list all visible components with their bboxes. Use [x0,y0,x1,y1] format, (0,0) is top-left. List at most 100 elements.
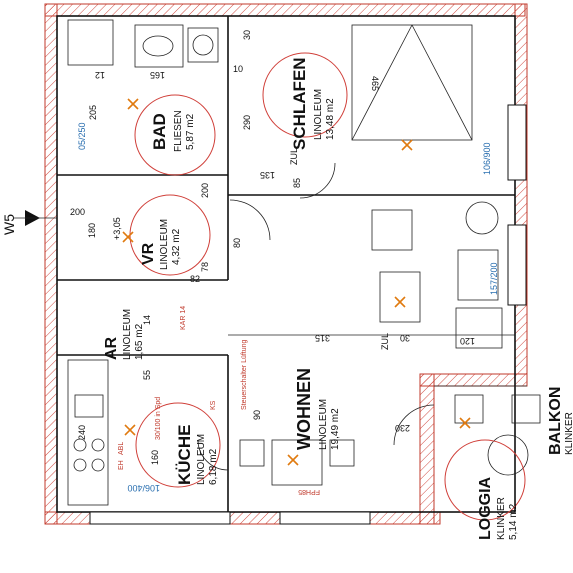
label-eh: EH [118,460,125,470]
window-bottom-1 [89,511,231,525]
room-area-wohnen: 19,49 m2 [330,408,341,450]
door-loggia [393,404,435,446]
dim-135: 135 [260,170,275,180]
window-label-1: 106/900 [482,142,492,175]
window-right-1 [507,104,527,181]
dim-200b: 200 [70,207,85,217]
dim-200a: 200 [200,183,210,198]
dim-10: 10 [233,64,243,74]
loggia-table [487,434,529,476]
window-label-4: 05/250 [77,122,87,150]
room-name-balkon: BALKON [547,387,564,455]
dim-12: 12 [95,70,105,80]
dim-160: 160 [150,450,160,465]
label-spd: 30/100 in Spd [155,397,162,440]
dim-78: 78 [200,262,210,272]
dim-465: 465 [370,76,380,91]
dim-205: 205 [88,105,98,120]
label-zul-2: ZUL [380,333,390,350]
stove-2 [91,438,105,452]
window-bottom-2 [279,511,371,525]
room-floor-bad: FLIESEN [173,110,184,152]
section-marker-label: W5 [1,214,17,235]
window-label-3: 106/400 [127,483,160,493]
wall-top [44,3,526,17]
room-name-vr: VR [140,242,157,265]
dim-290: 290 [242,115,252,130]
stove-4 [91,458,105,472]
room-name-schlafen: SCHLAFEN [290,57,309,150]
circle-loggia [444,439,526,521]
door-kueche [197,439,229,471]
dim-85: 85 [292,178,302,188]
room-floor-balkon: KLINKER [564,412,573,455]
room-floor-loggia: KLINKER [496,497,507,540]
dim-315: 315 [315,333,330,343]
dim-55: 55 [142,370,152,380]
room-area-vr: 4,32 m2 [171,228,182,265]
room-name-bad: BAD [150,113,169,150]
armchair-1 [371,209,413,251]
circle-bad [134,94,216,176]
dining-chair-2 [329,439,355,467]
light-mark-loggia [459,417,471,429]
room-name-loggia: LOGGIA [477,476,494,540]
circle-schlafen [262,52,348,138]
wall-left [44,3,58,525]
room-name-kueche: KÜCHE [175,425,194,485]
light-mark-schlafen [401,139,413,151]
label-kar14: KAR 14 [180,306,187,330]
bathtub [134,24,184,68]
door-schlafen [299,162,336,199]
dim-30b: 30 [400,333,410,343]
room-floor-schlafen: LINOLEUM [313,89,324,140]
kitchen-counter [67,359,109,506]
label-ks: KS [210,400,217,410]
bed-diag-1 [351,24,413,141]
stove-1 [73,438,87,452]
wall-right [514,3,528,375]
stove-3 [73,458,87,472]
toilet-bowl [192,34,214,56]
room-name-wohnen: WOHNEN [294,368,314,450]
dining-chair-1 [239,439,265,467]
dim-165: 165 [150,70,165,80]
bed [351,24,473,141]
coffee-table [379,271,421,323]
loggia-chair-1 [454,394,484,424]
bed-diag-2 [411,24,473,141]
dim-30: 30 [242,30,252,40]
plant [465,201,499,235]
label-zul: ZUL [289,148,299,165]
circle-kueche [135,402,221,488]
label-fph: FPH85 [298,488,320,495]
sink [142,35,174,57]
dim-90: 90 [252,410,262,420]
dim-120: 120 [460,336,475,346]
dim-80: 80 [232,238,242,248]
dim-230: 230 [395,423,410,433]
label-steuerschalter: Steuerschalter Lüftung [241,339,248,410]
room-area-loggia: 5,14 m2 [508,503,519,540]
dim-82: 82 [190,274,200,284]
toilet [187,27,219,63]
dim-180: 180 [87,223,97,238]
dim-14: 14 [142,315,152,325]
room-floor-ar: LINOLEUM [122,309,133,360]
wall-loggia-top [419,373,528,387]
loggia-chair-2 [511,394,541,424]
light-mark-kueche [124,424,136,436]
room-area-ar: 1,65 m2 [134,323,145,360]
washing-area [67,19,114,66]
armchair-2 [457,249,499,301]
label-abl: ABL [118,442,125,455]
room-name-ar: AR [103,336,120,360]
dim-305: +3,05 [112,217,122,240]
dim-240: 240 [77,425,87,440]
light-mark-bad [127,98,139,110]
door-bath [229,199,271,241]
wall-loggia-left [419,373,435,525]
armchair-3 [455,307,503,349]
light-mark-wohnen-2 [287,454,299,466]
